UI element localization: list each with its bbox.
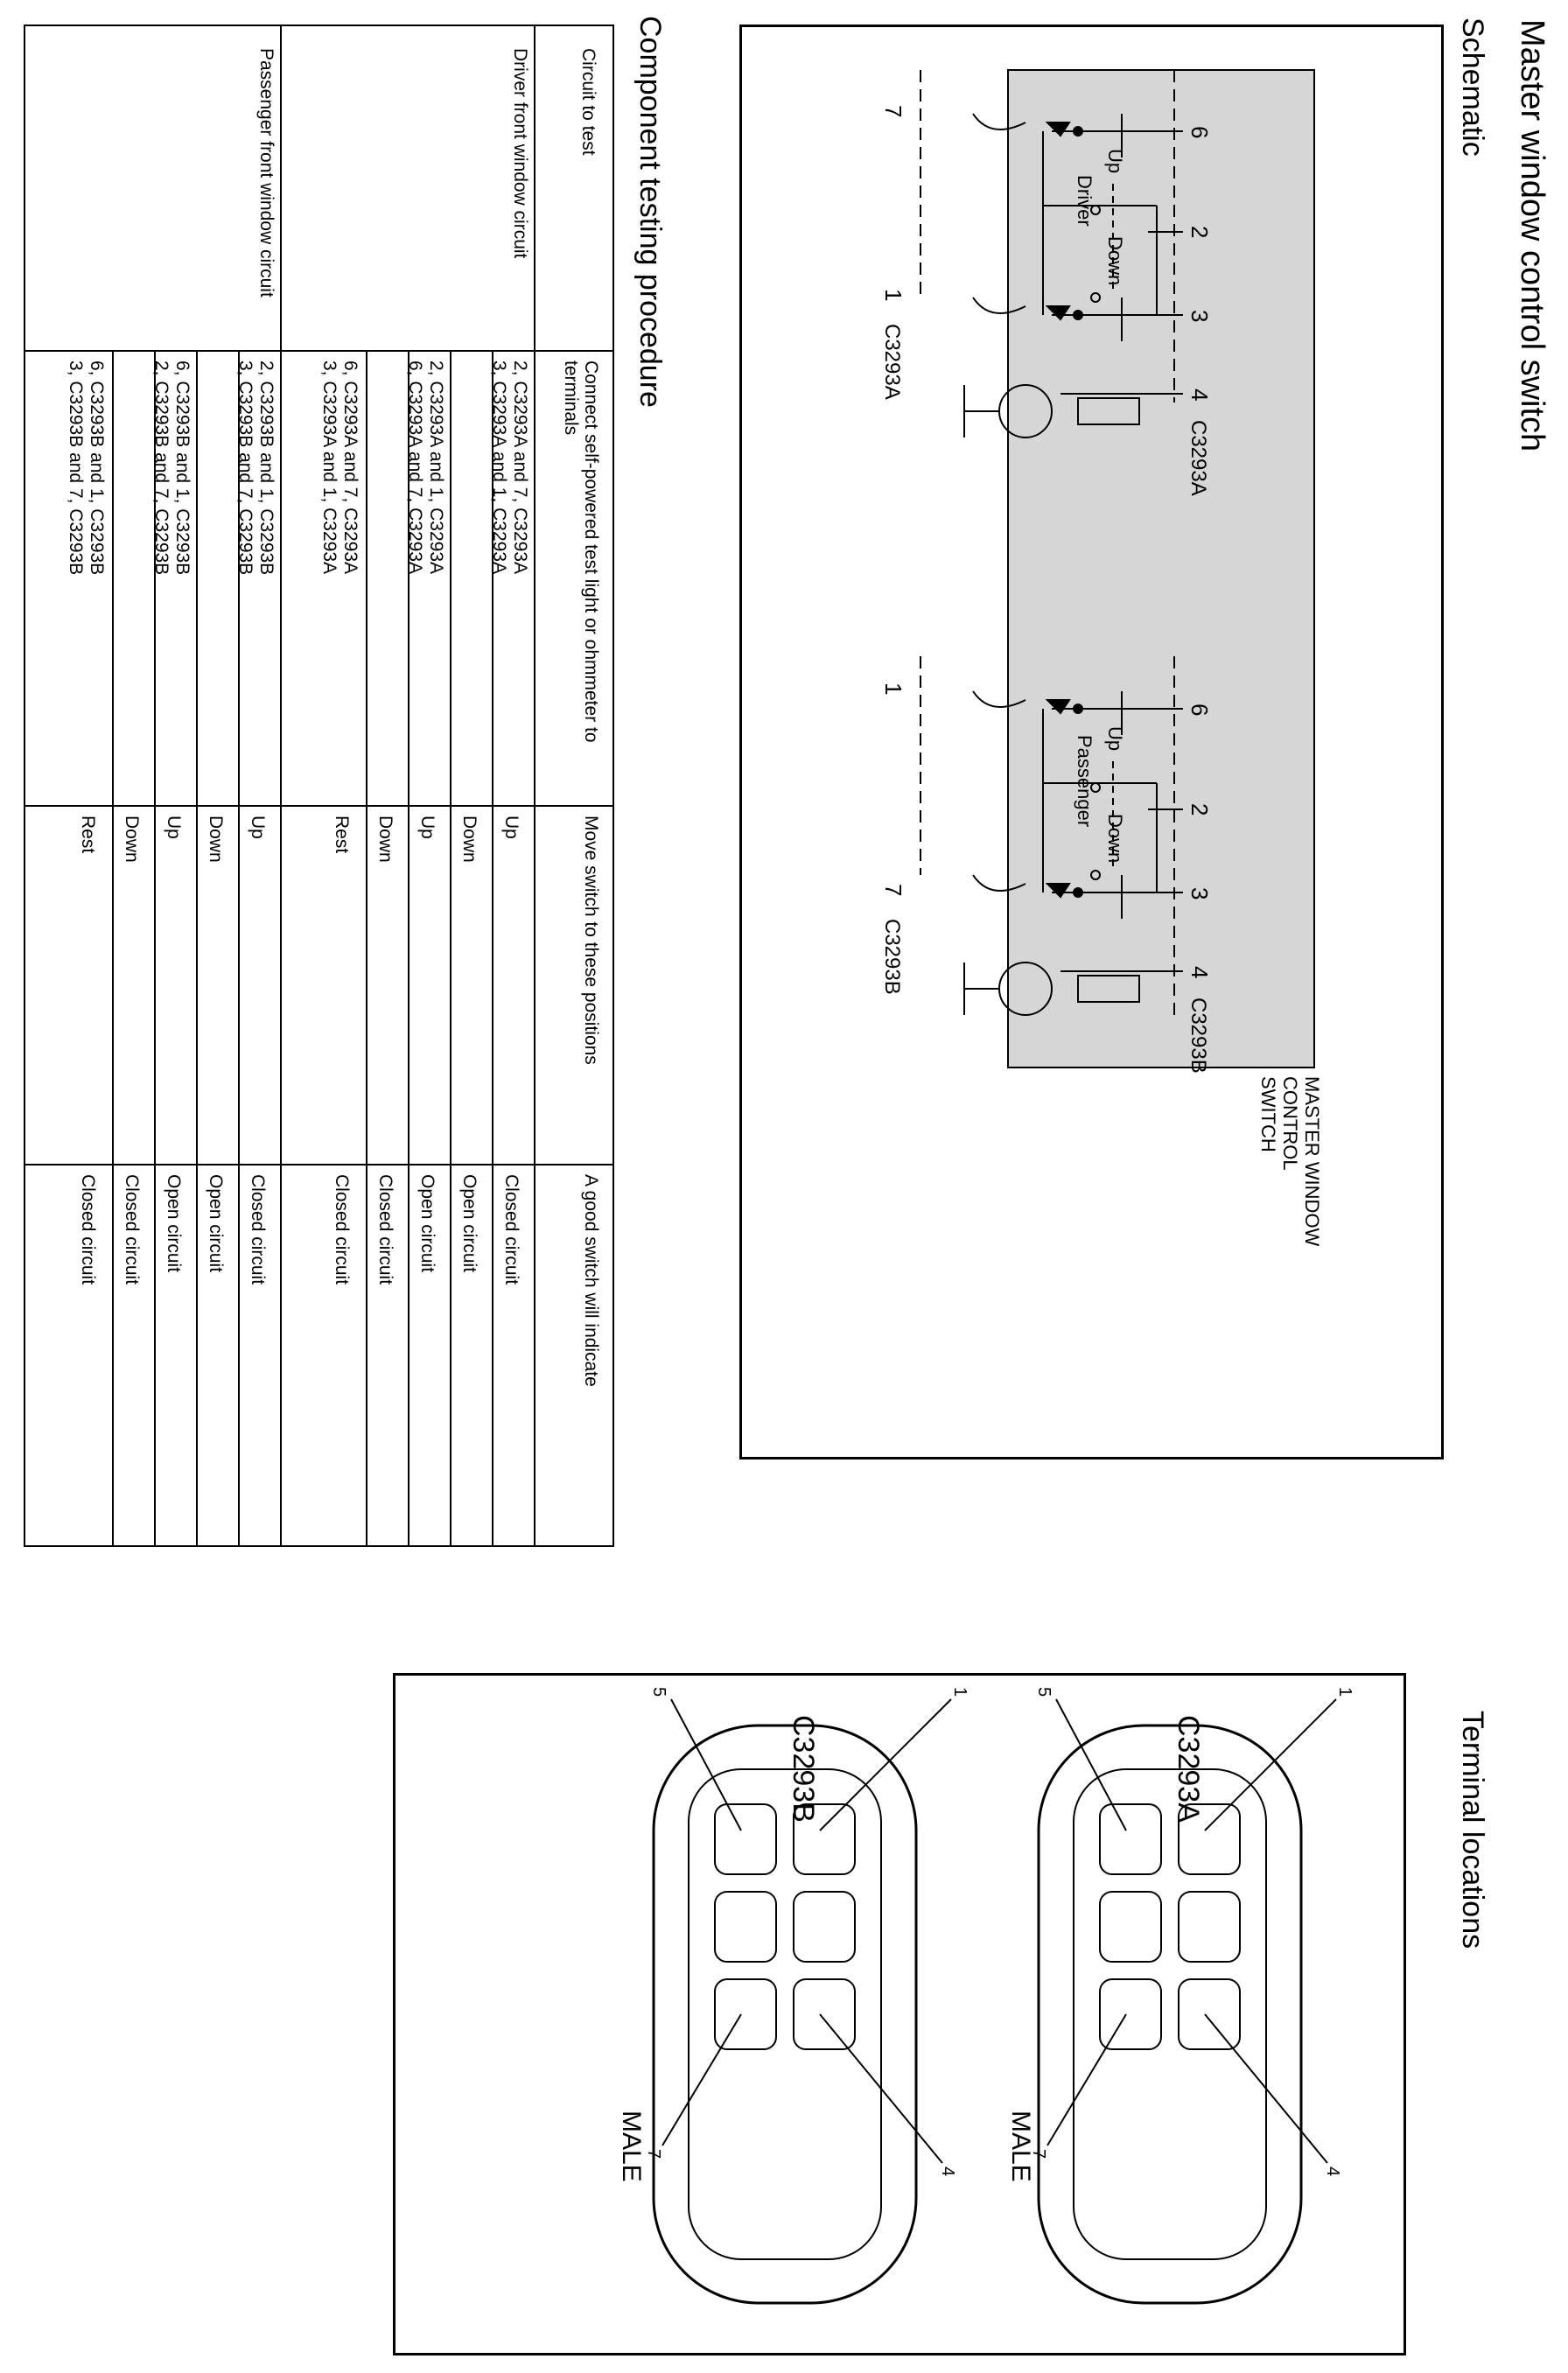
pin-a-1: 1 [880, 289, 906, 301]
schematic-diagram: 6 2 3 4 7 1 6 2 3 4 1 7 C3293A C3293A C3… [880, 69, 1323, 1247]
connector-b-cavity-5 [714, 1891, 777, 1963]
connector-b-gender: MALE [617, 2110, 646, 2182]
passenger-wiring [963, 690, 1183, 1016]
driver-pos-5: Rest [332, 816, 352, 854]
header-circuit: Circuit to test [578, 48, 598, 156]
circuit-driver: Driver front window circuit [510, 48, 530, 259]
pin-b-6: 6 [1186, 704, 1213, 716]
pin-a-6: 6 [1186, 126, 1213, 138]
driver-pos-3: Up [417, 816, 438, 839]
pass-pos-2: Down [206, 816, 226, 863]
device-label-2: CONTROL [1279, 1076, 1301, 1171]
terminal-locations-diagrams: C3293A MALE 1 5 4 7 C3293B MALE 1 5 4 [617, 1687, 1354, 2305]
group-divider [280, 24, 282, 1547]
pass-terminals-1a: 2, C3293B and 1, C3293B [256, 360, 276, 576]
pass-pos-1: Up [248, 816, 268, 839]
driver-down-label: Down [1104, 236, 1126, 285]
connector-b-drawing: C3293B MALE 1 5 4 7 [617, 1687, 970, 2305]
connector-b-pin-1: 1 [950, 1687, 970, 1697]
passenger-down-label: Down [1104, 814, 1126, 863]
connector-b-cavity-6 [714, 1978, 777, 2050]
pin-b-3: 3 [1186, 887, 1213, 900]
connector-a-gender: MALE [1006, 2110, 1035, 2182]
connector-a-pin-7: 7 [1029, 2149, 1048, 2159]
driver-pos-2: Down [459, 816, 480, 863]
pin-b-4: 4 [1186, 966, 1213, 978]
driver-res-5: Closed circuit [332, 1174, 352, 1285]
driver-wiring [963, 113, 1183, 438]
driver-pos-4: Down [375, 816, 396, 863]
testing-heading: Component testing procedure [634, 16, 667, 408]
pin-a-3: 3 [1186, 310, 1213, 322]
connector-b-name: C3293B [787, 1715, 820, 1823]
passenger-label: Passenger [1074, 735, 1096, 827]
connector-a-name: C3293A [1172, 1715, 1205, 1823]
connector-a-pin-5: 5 [1034, 1687, 1054, 1697]
connector-a-pin-1: 1 [1335, 1687, 1354, 1697]
connector-b-cavity-4 [714, 1803, 777, 1875]
pin-b-1: 1 [880, 682, 906, 695]
driver-terminals-2a: 2, C3293A and 1, C3293A [426, 360, 446, 575]
driver-terminals-3b: 3, C3293A and 1, C3293A [319, 360, 340, 575]
switch-body [1007, 69, 1315, 1068]
connector-b-cavity-3 [793, 1978, 856, 2050]
device-label-1: MASTER WINDOW [1301, 1076, 1323, 1247]
driver-res-1: Closed circuit [501, 1174, 522, 1285]
header-result: A good switch will indicate [581, 1174, 601, 1387]
terminal-locations-heading: Terminal locations [1456, 1711, 1489, 1950]
connector-b-cavity-1 [793, 1803, 856, 1875]
connector-a-pin-4: 4 [1323, 2166, 1342, 2176]
driver-terminals-1a: 2, C3293A and 7, C3293A [510, 360, 530, 575]
pass-terminals-2b: 2, C3293B and 7, C3293B [151, 360, 172, 576]
connector-b-top-label: C3293B [1186, 998, 1210, 1074]
pass-res-4: Closed circuit [122, 1174, 142, 1285]
device-label-3: SWITCH [1257, 1076, 1279, 1152]
connector-a-drawing: C3293A MALE 1 5 4 7 [1006, 1687, 1354, 2305]
pin-a-2: 2 [1186, 226, 1213, 238]
connector-a-cavity-6 [1099, 1978, 1162, 2050]
header-positions: Move switch to these positions [581, 816, 601, 1065]
connector-a-cavity-1 [1178, 1803, 1241, 1875]
connector-b-pin-7: 7 [644, 2149, 663, 2159]
pass-res-3: Open circuit [164, 1174, 184, 1273]
pass-terminals-2a: 6, C3293B and 1, C3293B [172, 360, 192, 576]
pin-a-7: 7 [880, 105, 906, 117]
pass-terminals-3b: 3, C3293B and 7, C3293B [66, 360, 86, 576]
pin-b-2: 2 [1186, 803, 1213, 816]
driver-label: Driver [1074, 175, 1096, 227]
connector-b-cavity-2 [793, 1891, 856, 1963]
pass-pos-4: Down [122, 816, 142, 863]
driver-res-2: Open circuit [459, 1174, 480, 1273]
pass-res-1: Closed circuit [248, 1174, 268, 1285]
pin-b-7: 7 [880, 884, 906, 896]
passenger-up-label: Up [1104, 726, 1126, 751]
driver-up-label: Up [1104, 149, 1126, 173]
pass-pos-3: Up [164, 816, 184, 839]
connector-b-pin-5: 5 [649, 1687, 668, 1697]
driver-terminals-3a: 6, C3293A and 7, C3293A [340, 360, 360, 575]
pass-pos-5: Rest [78, 816, 98, 854]
connector-b-bottom-label: C3293B [880, 919, 904, 995]
connector-a-cavity-2 [1178, 1891, 1241, 1963]
connector-a-bottom-label: C3293A [880, 324, 904, 400]
driver-terminals-2b: 6, C3293A and 7, C3293A [405, 360, 425, 575]
driver-res-4: Closed circuit [375, 1174, 396, 1285]
pass-res-2: Open circuit [206, 1174, 226, 1273]
driver-terminals-1b: 3, C3293A and 1, C3293A [489, 360, 509, 575]
pass-res-5: Closed circuit [78, 1174, 98, 1285]
connector-a-cavity-5 [1099, 1891, 1162, 1963]
driver-res-3: Open circuit [417, 1174, 438, 1273]
connector-b-pin-4: 4 [938, 2166, 957, 2176]
connector-a-cavity-3 [1178, 1978, 1241, 2050]
pass-terminals-3a: 6, C3293B and 1, C3293B [87, 360, 107, 576]
connector-a-top-label: C3293A [1186, 420, 1210, 496]
pin-a-4: 4 [1186, 388, 1213, 401]
driver-pos-1: Up [501, 816, 522, 839]
circuit-passenger: Passenger front window circuit [256, 48, 276, 298]
header-terminals: Connect self-powered test light or ohmme… [561, 360, 601, 743]
header-divider [534, 24, 536, 1547]
pass-terminals-1b: 3, C3293B and 7, C3293B [235, 360, 256, 576]
connector-a-cavity-4 [1099, 1803, 1162, 1875]
